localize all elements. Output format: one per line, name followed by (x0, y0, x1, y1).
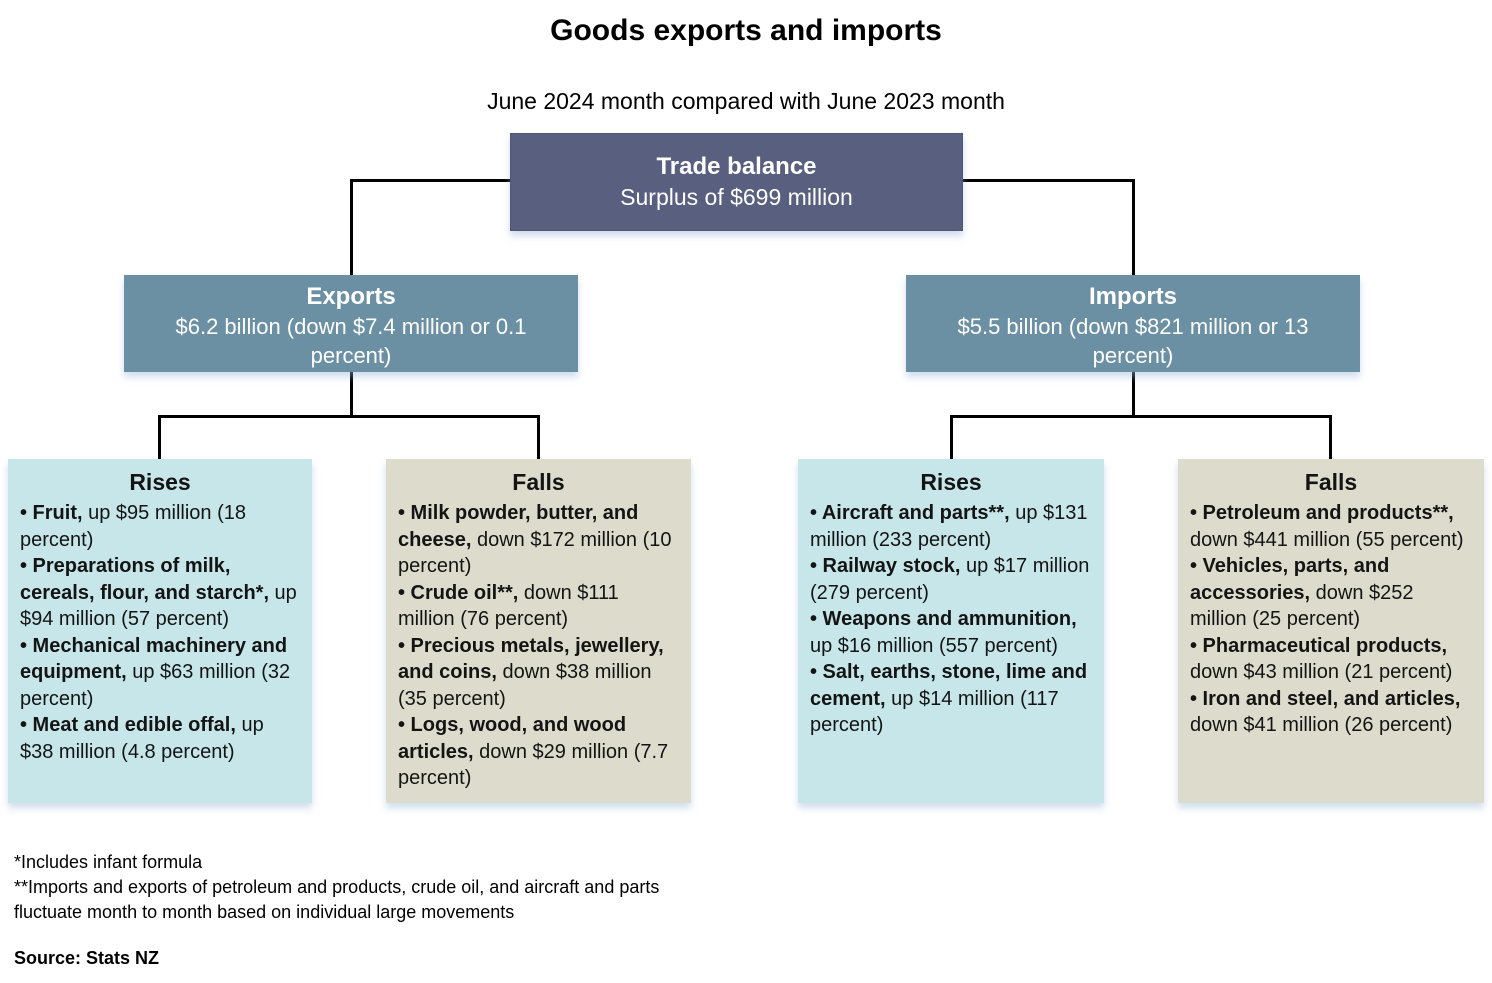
node-imports-rises: Rises • Aircraft and parts**, up $131 mi… (798, 459, 1104, 803)
item-name: • Preparations of milk, cereals, flour, … (20, 555, 269, 604)
footnote-line-1: *Includes infant formula (14, 852, 203, 872)
connector-imports-stem (1132, 372, 1135, 418)
item-name: • Weapons and ammunition, (810, 608, 1077, 630)
item-name: • Iron and steel, and articles, (1190, 687, 1461, 710)
node-title: Exports (306, 283, 396, 310)
item-detail: down $43 million (21 percent) (1190, 661, 1453, 683)
item-detail: up $17 million (279 percent) (810, 555, 1090, 604)
connector-root-to-imports-vertical (1132, 179, 1135, 275)
node-imports: Imports $5.5 billion (down $821 million … (906, 275, 1360, 372)
node-exports: Exports $6.2 billion (down $7.4 million … (124, 275, 578, 372)
list-item: • Petroleum and products**, down $441 mi… (1190, 500, 1472, 553)
connector-imports-falls-drop (1329, 415, 1332, 459)
node-imports-falls: Falls • Petroleum and products**, down $… (1178, 459, 1484, 803)
item-name: • Railway stock, (810, 555, 961, 577)
item-detail: down $29 million (7.7 percent) (398, 740, 669, 790)
connector-exports-splitter (158, 415, 540, 418)
leaf-title: Rises (920, 469, 982, 495)
list-item: • Railway stock, up $17 million (279 per… (810, 553, 1092, 606)
item-name: • Pharmaceutical products, (1190, 634, 1448, 657)
item-detail: up $131 million (233 percent) (810, 502, 1088, 551)
item-detail: up $63 million (32 percent) (20, 661, 291, 710)
item-name: • Crude oil**, (398, 581, 519, 604)
item-detail: up $16 million (557 percent) (810, 634, 1058, 657)
list-item: • Fruit, up $95 million (18 percent) (20, 500, 300, 553)
item-name: • Meat and edible offal, (20, 714, 236, 736)
connector-exports-falls-drop (537, 415, 540, 459)
item-detail: down $172 million (10 percent) (398, 528, 672, 578)
connector-root-to-imports-horizontal (963, 179, 1133, 182)
list-item: • Salt, earths, stone, lime and cement, … (810, 659, 1092, 739)
item-name: • Petroleum and products**, (1190, 502, 1454, 524)
item-detail: up $38 million (4.8 percent) (20, 714, 264, 763)
list-item: • Milk powder, butter, and cheese, down … (398, 500, 679, 580)
node-subtitle: Surplus of $699 million (620, 184, 853, 210)
item-detail: down $441 million (55 percent) (1190, 528, 1464, 551)
list-item: • Crude oil**, down $111 million (76 per… (398, 580, 679, 633)
node-trade-balance: Trade balance Surplus of $699 million (510, 133, 963, 231)
leaf-title: Rises (129, 469, 191, 495)
item-name: • Logs, wood, and wood articles, (398, 714, 627, 763)
node-subtitle: $6.2 billion (down $7.4 million or 0.1 p… (175, 314, 527, 368)
connector-imports-rises-drop (950, 415, 953, 459)
item-detail: up $94 million (57 percent) (20, 581, 297, 631)
node-subtitle: $5.5 billion (down $821 million or 13 pe… (957, 314, 1309, 368)
list-item: • Iron and steel, and articles, down $41… (1190, 686, 1472, 739)
item-detail: up $95 million (18 percent) (20, 502, 246, 551)
node-title: Trade balance (656, 153, 817, 180)
page-title: Goods exports and imports (550, 14, 942, 47)
list-item: • Vehicles, parts, and accessories, down… (1190, 553, 1472, 633)
connector-exports-rises-drop (158, 415, 161, 459)
connector-exports-stem (350, 372, 353, 418)
leaf-title: Falls (1304, 469, 1358, 495)
item-detail: down $38 million (35 percent) (398, 661, 652, 710)
node-exports-rises: Rises • Fruit, up $95 million (18 percen… (8, 459, 312, 803)
connector-root-to-exports-horizontal (351, 179, 510, 182)
item-name: • Fruit, (20, 502, 83, 524)
item-name: • Vehicles, parts, and accessories, (1190, 555, 1390, 604)
list-item: • Aircraft and parts**, up $131 million … (810, 500, 1092, 553)
list-item: • Weapons and ammunition, up $16 million… (810, 606, 1092, 659)
item-name: • Salt, earths, stone, lime and cement, (810, 661, 1088, 710)
footnotes: *Includes infant formula **Imports and e… (14, 850, 714, 925)
item-name: • Aircraft and parts**, (810, 502, 1010, 524)
node-title: Imports (1088, 283, 1177, 310)
item-detail: down $41 million (26 percent) (1190, 714, 1453, 736)
footnote-line-2: **Imports and exports of petroleum and p… (14, 877, 660, 922)
node-exports-falls: Falls • Milk powder, butter, and cheese,… (386, 459, 691, 803)
connector-imports-splitter (950, 415, 1332, 418)
page-subtitle: June 2024 month compared with June 2023 … (487, 88, 1005, 114)
leaf-title: Falls (512, 469, 565, 495)
list-item: • Mechanical machinery and equipment, up… (20, 633, 300, 713)
list-item: • Logs, wood, and wood articles, down $2… (398, 712, 679, 792)
list-item: • Meat and edible offal, up $38 million … (20, 712, 300, 765)
item-name: • Precious metals, jewellery, and coins, (398, 634, 664, 684)
item-detail: up $14 million (117 percent) (810, 687, 1059, 737)
item-detail: down $252 million (25 percent) (1190, 581, 1414, 631)
item-detail: down $111 million (76 percent) (398, 581, 619, 631)
item-name: • Milk powder, butter, and cheese, (398, 502, 639, 551)
list-item: • Preparations of milk, cereals, flour, … (20, 553, 300, 633)
list-item: • Precious metals, jewellery, and coins,… (398, 633, 679, 713)
item-name: • Mechanical machinery and equipment, (20, 634, 288, 684)
source-note: Source: Stats NZ (14, 948, 160, 968)
connector-root-to-exports-vertical (350, 179, 353, 275)
list-item: • Pharmaceutical products, down $43 mill… (1190, 633, 1472, 686)
